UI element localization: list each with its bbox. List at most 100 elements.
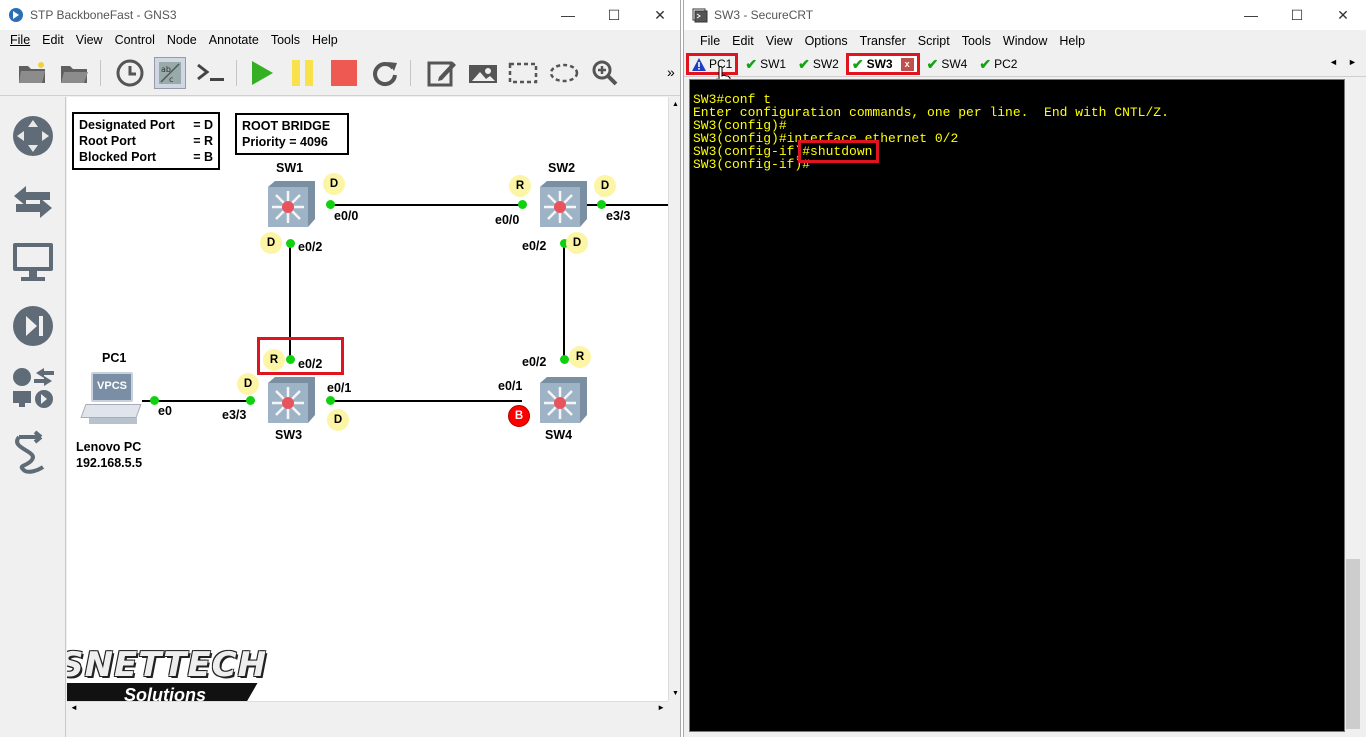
- edit-note-icon: [427, 61, 456, 87]
- console-all-button[interactable]: [196, 57, 228, 89]
- tab-sw1-label: SW1: [760, 57, 787, 71]
- port-label-sw4-e02: e0/2: [522, 355, 547, 369]
- port-label-sw2-e02: e0/2: [522, 239, 547, 253]
- gns3-app-icon: [9, 8, 23, 22]
- crt-window-title: SW3 - SecureCRT: [714, 8, 814, 22]
- menu-view[interactable]: View: [75, 33, 103, 47]
- port-dot-sw1-e00: [326, 200, 335, 209]
- sw3-label: SW3: [275, 428, 303, 442]
- maximize-icon[interactable]: ☐: [1290, 6, 1304, 23]
- crt-menu-window[interactable]: Window: [1002, 34, 1048, 48]
- shutdown-command-highlight: #shutdown: [798, 140, 880, 163]
- securecrt-window: SW3 - SecureCRT — ☐ ✕ File Edit View Opt…: [683, 0, 1366, 737]
- menu-file[interactable]: File: [10, 33, 31, 47]
- minimize-icon[interactable]: —: [1244, 7, 1258, 23]
- browse-routers-button[interactable]: [10, 113, 56, 159]
- menu-annotate[interactable]: Annotate: [208, 33, 259, 47]
- tab-pc2-label: PC2: [994, 57, 1018, 71]
- connected-check-icon: ✔: [926, 55, 939, 72]
- close-icon[interactable]: ✕: [1337, 6, 1349, 23]
- insert-picture-button[interactable]: [467, 57, 499, 89]
- port-dot-sw3-e01: [326, 396, 335, 405]
- crt-menu-file[interactable]: File: [700, 34, 721, 48]
- port-legend: Designated Port= D Root Port= R Blocked …: [72, 112, 220, 170]
- snapshot-button[interactable]: [114, 57, 146, 89]
- terminal-line-2: Enter configuration commands, one per li…: [693, 105, 1169, 120]
- tab-scroll-left-icon[interactable]: ◄: [1329, 57, 1338, 67]
- browse-end-devices-button[interactable]: [10, 239, 56, 285]
- role-badge-sw2-e00: R: [509, 175, 531, 197]
- crt-menu-tools[interactable]: Tools: [961, 34, 991, 48]
- close-icon[interactable]: ✕: [654, 6, 666, 23]
- browse-security-devices-button[interactable]: [10, 303, 56, 349]
- router-icon: [13, 116, 53, 156]
- port-label-sw3-e01: e0/1: [327, 381, 352, 395]
- gns3-window-title: STP BackboneFast - GNS3: [30, 8, 177, 22]
- browse-switches-button[interactable]: [10, 179, 56, 225]
- tab-close-icon[interactable]: x: [900, 57, 914, 71]
- maximize-icon[interactable]: ☐: [607, 6, 621, 23]
- connected-check-icon: ✔: [798, 55, 810, 72]
- tab-scroll-right-icon[interactable]: ►: [1348, 57, 1357, 67]
- role-badge-sw1-e00: D: [323, 173, 345, 195]
- menu-help[interactable]: Help: [312, 33, 338, 47]
- all-devices-icon: [13, 368, 54, 408]
- crt-menu-view[interactable]: View: [765, 34, 793, 48]
- stop-all-button[interactable]: [328, 57, 360, 89]
- open-project-button[interactable]: [58, 57, 90, 89]
- zoom-in-button[interactable]: [589, 57, 621, 89]
- stop-icon: [331, 60, 357, 86]
- sw4-label: SW4: [545, 428, 573, 442]
- tab-sw4[interactable]: ✔SW4: [922, 53, 973, 75]
- browse-all-devices-button[interactable]: [10, 365, 56, 411]
- tab-pc2[interactable]: ✔PC2: [974, 53, 1022, 75]
- terminal-line-3: SW3(config)#: [693, 118, 787, 133]
- tab-sw2[interactable]: ✔SW2: [793, 53, 844, 75]
- draw-ellipse-button[interactable]: [548, 57, 580, 89]
- sw3-switch-icon[interactable]: [265, 377, 315, 423]
- terminal-line-5: SW3(config-if)#shutdown: [693, 140, 1344, 163]
- menu-tools[interactable]: Tools: [270, 33, 300, 47]
- suspend-all-button[interactable]: [287, 57, 319, 89]
- start-all-button[interactable]: [246, 57, 278, 89]
- topology-canvas[interactable]: Designated Port= D Root Port= R Blocked …: [67, 97, 668, 701]
- menu-node[interactable]: Node: [166, 33, 197, 47]
- canvas-vertical-scrollbar[interactable]: ▲▼: [668, 97, 680, 701]
- pc1-vpcs-icon[interactable]: VPCS: [80, 372, 142, 430]
- crt-menu-edit[interactable]: Edit: [732, 34, 754, 48]
- tab-sw1[interactable]: ✔SW1: [740, 53, 791, 75]
- sw1-switch-icon[interactable]: [265, 181, 315, 227]
- legend-row-blocked: Blocked Port= B: [79, 150, 213, 164]
- canvas-horizontal-scrollbar[interactable]: ◄►: [67, 701, 668, 714]
- warning-icon: [692, 57, 706, 71]
- sw2-label: SW2: [548, 161, 576, 175]
- crt-menu-help[interactable]: Help: [1059, 34, 1086, 48]
- legend-row-root: Root Port= R: [79, 134, 213, 148]
- toolbar-overflow-button[interactable]: »: [667, 64, 675, 80]
- menu-edit[interactable]: Edit: [42, 33, 64, 47]
- draw-rectangle-button[interactable]: [507, 57, 539, 89]
- new-project-button[interactable]: [16, 57, 48, 89]
- menu-control[interactable]: Control: [114, 33, 155, 47]
- minimize-icon[interactable]: —: [561, 7, 575, 23]
- port-label-sw2-e33: e3/3: [606, 209, 631, 223]
- crt-menu-script[interactable]: Script: [917, 34, 950, 48]
- reload-all-button[interactable]: [369, 57, 401, 89]
- gns3-window-controls: — ☐ ✕: [545, 0, 680, 30]
- sw2-switch-icon[interactable]: [537, 181, 587, 227]
- crt-menu-transfer[interactable]: Transfer: [859, 34, 906, 48]
- terminal-scrollbar[interactable]: [1345, 79, 1362, 732]
- port-dot-sw3-e02: [286, 355, 295, 364]
- add-note-button[interactable]: [426, 57, 458, 89]
- tab-pc1[interactable]: PC1: [686, 53, 739, 75]
- port-label-sw1-e00: e0/0: [334, 209, 359, 223]
- sw4-switch-icon[interactable]: [537, 377, 587, 423]
- add-link-button[interactable]: [10, 429, 56, 475]
- port-label-sw3-e33: e3/3: [222, 408, 247, 422]
- role-badge-sw3-e02: R: [263, 349, 285, 371]
- crt-menu-options[interactable]: Options: [804, 34, 848, 48]
- port-dot-sw2-e02: [560, 239, 569, 248]
